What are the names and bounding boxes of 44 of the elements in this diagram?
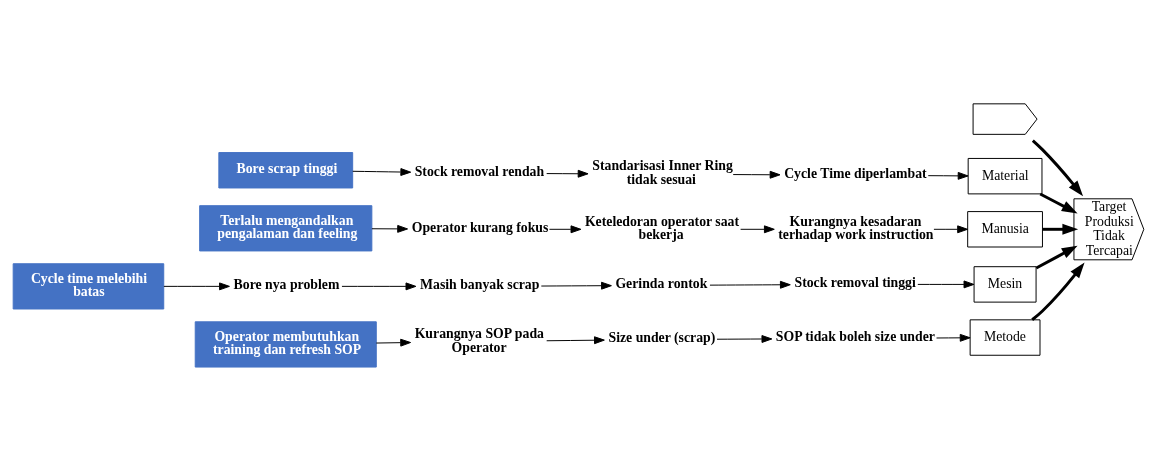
node-text: Cycle Time diperlambat	[784, 165, 927, 181]
node-box: Operator membutuhkan training dan refresh SOP	[194, 321, 377, 368]
arrow	[546, 336, 605, 345]
arrow	[709, 280, 791, 289]
node-box: Metode	[969, 319, 1041, 356]
node-text: Keteledoran operator saat bekerja	[584, 213, 740, 243]
node-text: Stock removal rendah	[414, 163, 545, 179]
node-text: Gerinda rontok	[615, 276, 708, 292]
arrow	[1042, 223, 1079, 235]
node-box: Mesin	[973, 266, 1037, 303]
node-text: SOP tidak boleh size under	[775, 329, 935, 345]
arrow	[371, 224, 409, 233]
arrow	[927, 171, 969, 180]
arrow	[732, 170, 781, 179]
arrow	[933, 225, 968, 234]
node-text: Kurangnya kesadaran terhadap work instruction	[778, 213, 934, 243]
arrow	[1031, 262, 1085, 321]
node-text: Bore nya problem	[233, 277, 340, 293]
arrow	[1039, 192, 1078, 214]
arrow	[936, 333, 971, 342]
node-box: Material	[967, 157, 1043, 195]
arrow	[1035, 245, 1078, 270]
node-chevron	[972, 103, 1038, 135]
node-text: Masih banyak scrap	[420, 277, 540, 293]
node-text: Size under (scrap)	[608, 330, 716, 346]
arrow	[549, 225, 582, 234]
arrow	[375, 338, 412, 347]
arrow	[917, 280, 975, 289]
node-box: Cycle time melebihi batas	[12, 263, 165, 310]
arrow	[352, 168, 412, 176]
node-box: Bore scrap tinggi	[218, 152, 354, 189]
arrow	[546, 169, 589, 178]
node-box: Manusia	[967, 211, 1043, 248]
arrow	[716, 335, 773, 343]
arrow	[540, 281, 612, 290]
arrow	[740, 225, 775, 234]
arrow	[163, 282, 230, 291]
arrow	[341, 282, 417, 291]
node-text: Stock removal tinggi	[794, 275, 916, 291]
node-box: Terlalu mengandalkan pengalaman dan feeling	[199, 205, 373, 252]
node-text: Kurangnya SOP pada Operator	[414, 325, 544, 355]
node-text: Operator kurang fokus	[411, 219, 549, 235]
node-text: Standarisasi Inner Ring tidak sesuai	[592, 158, 733, 188]
arrow	[1031, 139, 1084, 197]
